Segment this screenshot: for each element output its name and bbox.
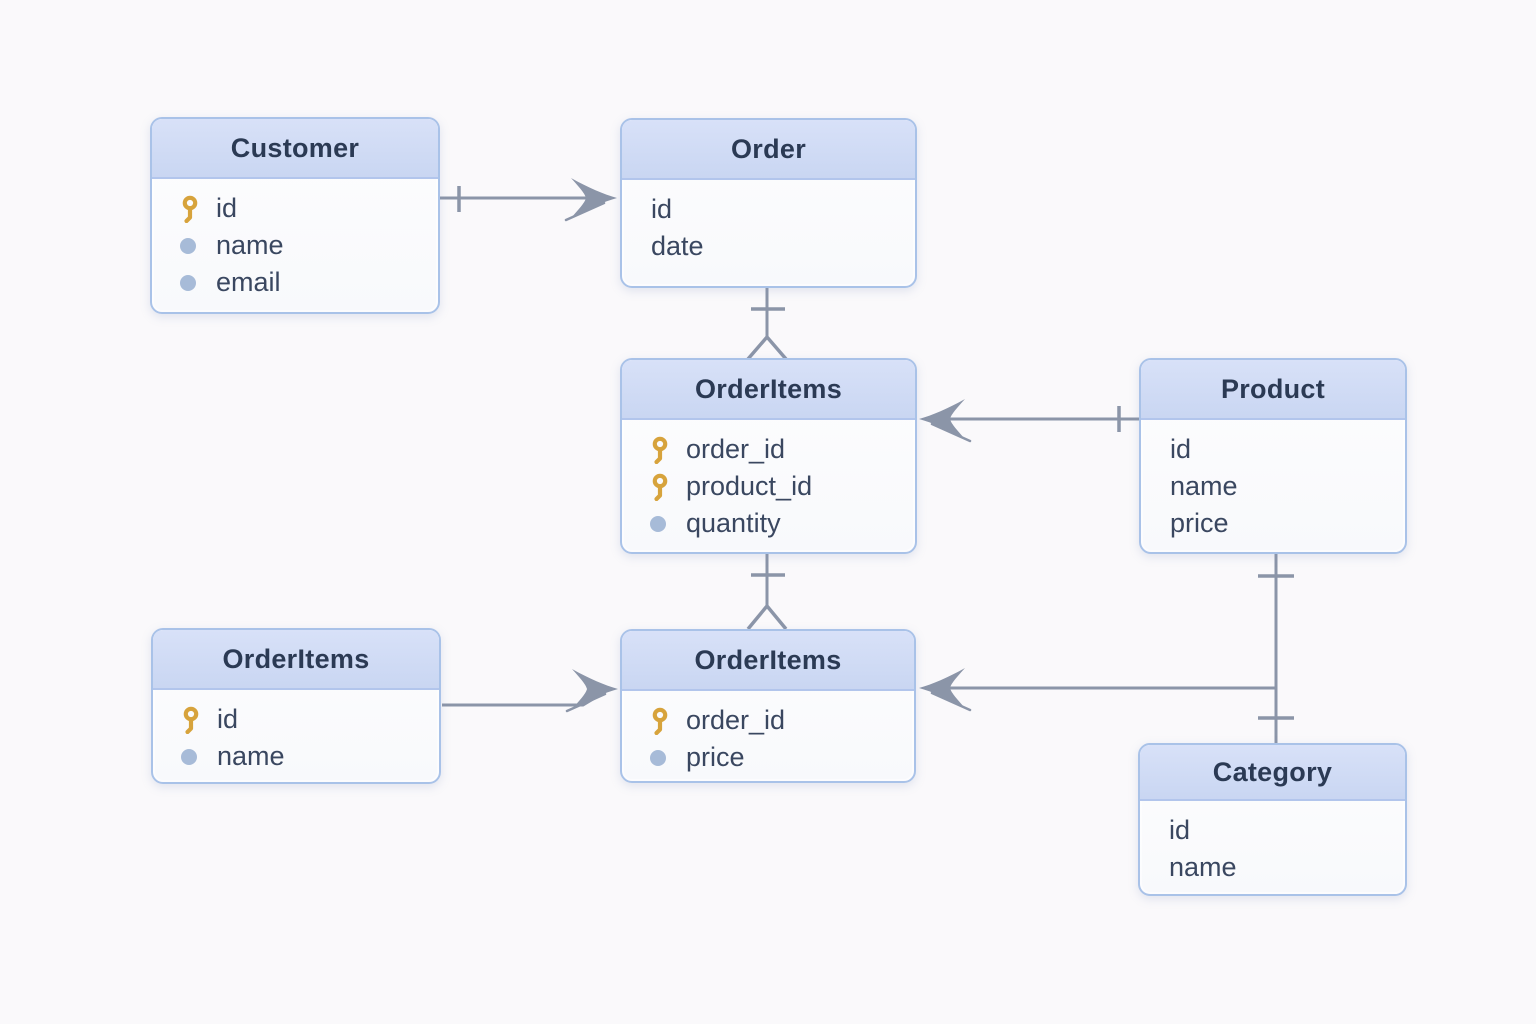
key-icon [649,707,675,735]
relationship-product-orderitems[interactable] [919,399,1139,443]
field-name: id [216,193,238,223]
entity-orderitems-left[interactable]: OrderItems id name [151,628,441,784]
field-row: name [152,227,438,264]
entity-customer[interactable]: Customer id name email [150,117,440,314]
entity-product[interactable]: Product id name price [1139,358,1407,554]
key-icon [179,195,205,223]
entity-customer-body: id name email [152,179,438,301]
key-icon [180,706,206,734]
entity-orderitems-left-header: OrderItems [153,630,439,690]
entity-order-body: id date [622,180,915,265]
entity-category-header: Category [1140,745,1405,801]
entity-customer-header: Customer [152,119,438,179]
relationship-orderitems-left-orderitems-bottom[interactable] [442,669,618,713]
entity-orderitems-bottom-body: order_id price [622,691,914,776]
field-row: email [152,264,438,301]
entity-order-header: Order [622,120,915,180]
field-row: id [1140,812,1405,849]
entity-product-header: Product [1141,360,1405,420]
field-name: id [1169,815,1191,845]
entity-title: Order [730,133,807,164]
field-row: product_id [622,468,915,505]
entity-title: Category [1212,756,1333,787]
entity-orderitems-center-body: order_id product_id quantity [622,420,915,542]
field-row: id [622,191,915,228]
field-name: date [651,231,704,261]
column-dot-icon [179,237,205,255]
entity-title: OrderItems [694,644,842,675]
field-row: order_id [622,431,915,468]
field-name: quantity [686,508,781,538]
field-row: price [1141,505,1405,542]
field-name: order_id [686,705,786,735]
field-row: id [1141,431,1405,468]
entity-category-body: id name [1140,801,1405,886]
column-dot-icon [649,749,675,767]
field-row: name [1141,468,1405,505]
entity-product-body: id name price [1141,420,1405,542]
entity-title: OrderItems [694,373,843,404]
entity-orderitems-left-body: id name [153,690,439,775]
field-row: name [153,738,439,775]
relationship-product-category[interactable] [1258,554,1294,743]
entity-title: Product [1220,373,1326,404]
entity-order[interactable]: Order id date [620,118,917,288]
entity-orderitems-bottom-header: OrderItems [622,631,914,691]
field-row: price [622,739,914,776]
entity-title: Customer [230,132,360,163]
field-name: name [1169,852,1237,882]
entity-orderitems-bottom[interactable]: OrderItems order_id price [620,629,916,783]
field-name: id [217,704,239,734]
relationship-customer-order[interactable] [440,178,617,222]
field-row: id [153,701,439,738]
field-row: order_id [622,702,914,739]
field-name: id [1170,434,1192,464]
field-name: name [1170,471,1238,501]
entity-orderitems-center[interactable]: OrderItems order_id product_id quantity [620,358,917,554]
field-row: date [622,228,915,265]
entity-category[interactable]: Category id name [1138,743,1407,896]
field-name: name [217,741,285,771]
field-row: id [152,190,438,227]
field-row: name [1140,849,1405,886]
field-name: email [216,267,281,297]
field-name: product_id [686,471,813,501]
column-dot-icon [649,515,675,533]
column-dot-icon [180,748,206,766]
field-name: price [686,742,745,772]
relationship-category-orderitems-bottom[interactable] [919,668,1276,712]
entity-orderitems-center-header: OrderItems [622,360,915,420]
field-row: quantity [622,505,915,542]
entity-title: OrderItems [222,643,370,674]
field-name: order_id [686,434,786,464]
field-name: name [216,230,284,260]
key-icon [649,436,675,464]
column-dot-icon [179,274,205,292]
field-name: id [651,194,673,224]
key-icon [649,473,675,501]
relationship-orderitems-orderitems-bottom[interactable] [746,554,788,631]
field-name: price [1170,508,1229,538]
relationship-order-orderitems[interactable] [746,288,788,361]
